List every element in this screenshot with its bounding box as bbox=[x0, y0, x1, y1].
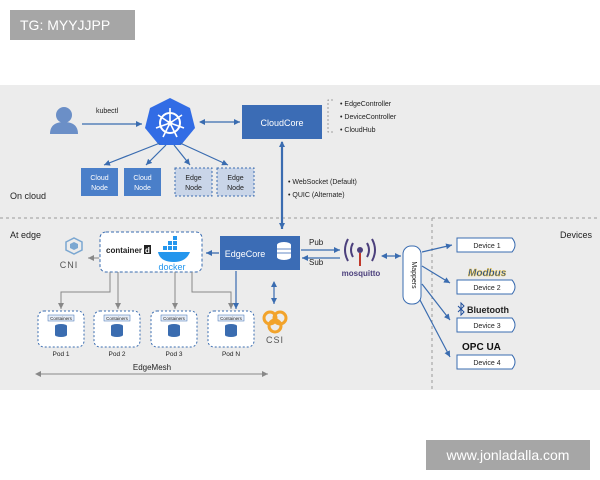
node-list: Cloud Node Cloud Node Edge Node Edge Nod… bbox=[81, 167, 255, 197]
edgemesh-label: EdgeMesh bbox=[133, 363, 171, 372]
bluetooth-logo: Bluetooth bbox=[467, 305, 509, 315]
docker-logo-text: docker bbox=[158, 262, 185, 272]
user-icon bbox=[50, 107, 78, 134]
svg-text:Pod 2: Pod 2 bbox=[109, 351, 126, 358]
csi-label: CSI bbox=[266, 335, 284, 345]
svg-text:Containers: Containers bbox=[163, 316, 186, 321]
svg-text:Containers: Containers bbox=[50, 316, 73, 321]
svg-text:Node: Node bbox=[185, 185, 202, 192]
svg-text:Pod N: Pod N bbox=[222, 351, 240, 358]
pod: Containers Pod N bbox=[207, 310, 255, 358]
component-item: • CloudHub bbox=[340, 127, 376, 134]
watermark-bottom: www.jonladalla.com bbox=[426, 440, 590, 470]
mappers-label: Mappers bbox=[410, 261, 417, 289]
containerd-badge: d bbox=[145, 246, 150, 255]
svg-text:Edge: Edge bbox=[227, 175, 243, 182]
protocol-item: • QUIC (Alternate) bbox=[288, 192, 345, 199]
mappers-box bbox=[402, 245, 422, 305]
cni-icon bbox=[65, 237, 83, 255]
cloudcore-components: • EdgeController • DeviceController • Cl… bbox=[340, 101, 397, 134]
device: Modbus Device 2 bbox=[456, 268, 516, 295]
containerd-badge-bg bbox=[144, 245, 151, 254]
opcua-logo: OPC UA bbox=[462, 342, 501, 353]
device: OPC UA Device 4 bbox=[456, 342, 516, 370]
database-icon bbox=[277, 242, 291, 260]
svg-text:Pod 1: Pod 1 bbox=[53, 351, 70, 358]
region-label-devices: Devices bbox=[560, 230, 593, 240]
component-item: • EdgeController bbox=[340, 101, 392, 108]
svg-text:Cloud: Cloud bbox=[90, 175, 108, 182]
modbus-logo: Modbus bbox=[468, 268, 507, 279]
cloud-node: Cloud Node bbox=[81, 168, 118, 196]
cloudcore-label: CloudCore bbox=[260, 118, 303, 128]
svg-text:Device 3: Device 3 bbox=[473, 323, 500, 330]
containerd-logo: container bbox=[106, 246, 142, 255]
kubectl-label: kubectl bbox=[96, 108, 119, 115]
runtime-pod-arrows bbox=[58, 272, 234, 309]
watermark-top: TG: MYYJJPP bbox=[10, 10, 135, 40]
svg-text:Device 1: Device 1 bbox=[473, 243, 500, 250]
edge-node: Edge Node bbox=[174, 167, 213, 197]
svg-text:Cloud: Cloud bbox=[133, 175, 151, 182]
components-bracket bbox=[327, 99, 333, 133]
svg-text:Pod 3: Pod 3 bbox=[166, 351, 183, 358]
bluetooth-icon bbox=[457, 301, 465, 317]
k8s-node-arrows bbox=[103, 142, 229, 166]
sub-label: Sub bbox=[309, 258, 324, 267]
mapper-device-arrows bbox=[419, 243, 453, 358]
edgecore-label: EdgeCore bbox=[225, 249, 266, 259]
pod: Containers Pod 1 bbox=[37, 310, 85, 358]
protocol-item: • WebSocket (Default) bbox=[288, 179, 357, 186]
region-label-edge: At edge bbox=[10, 230, 41, 240]
cloudcore-box bbox=[242, 105, 322, 139]
pod: Containers Pod 3 bbox=[150, 310, 198, 358]
pub-label: Pub bbox=[309, 238, 324, 247]
edge-node: Edge Node bbox=[216, 167, 255, 197]
pod: Containers Pod 2 bbox=[93, 310, 141, 358]
mosquitto-label: mosquitto bbox=[342, 269, 381, 278]
cni-label: CNI bbox=[60, 260, 79, 270]
cloud-node: Cloud Node bbox=[124, 168, 161, 196]
svg-text:Node: Node bbox=[91, 185, 108, 192]
kubernetes-icon bbox=[145, 98, 195, 145]
component-item: • DeviceController bbox=[340, 114, 397, 121]
svg-text:Node: Node bbox=[134, 185, 151, 192]
svg-text:Containers: Containers bbox=[220, 316, 243, 321]
svg-text:Containers: Containers bbox=[106, 316, 129, 321]
svg-text:Device 4: Device 4 bbox=[473, 360, 500, 367]
device: Bluetooth Device 3 bbox=[456, 301, 516, 333]
mosquitto-icon bbox=[344, 238, 376, 266]
docker-whale-icon bbox=[158, 236, 190, 262]
pod-list: Containers Pod 1 Containers Pod 2 Contai… bbox=[37, 310, 255, 358]
region-label-cloud: On cloud bbox=[10, 191, 46, 201]
svg-text:Node: Node bbox=[227, 185, 244, 192]
svg-text:Device 2: Device 2 bbox=[473, 285, 500, 292]
svg-text:Edge: Edge bbox=[185, 175, 201, 182]
device: Device 1 bbox=[456, 237, 516, 253]
csi-icon bbox=[262, 310, 288, 334]
device-list: Device 1 Modbus Device 2 Bluetooth Devic… bbox=[456, 237, 516, 370]
